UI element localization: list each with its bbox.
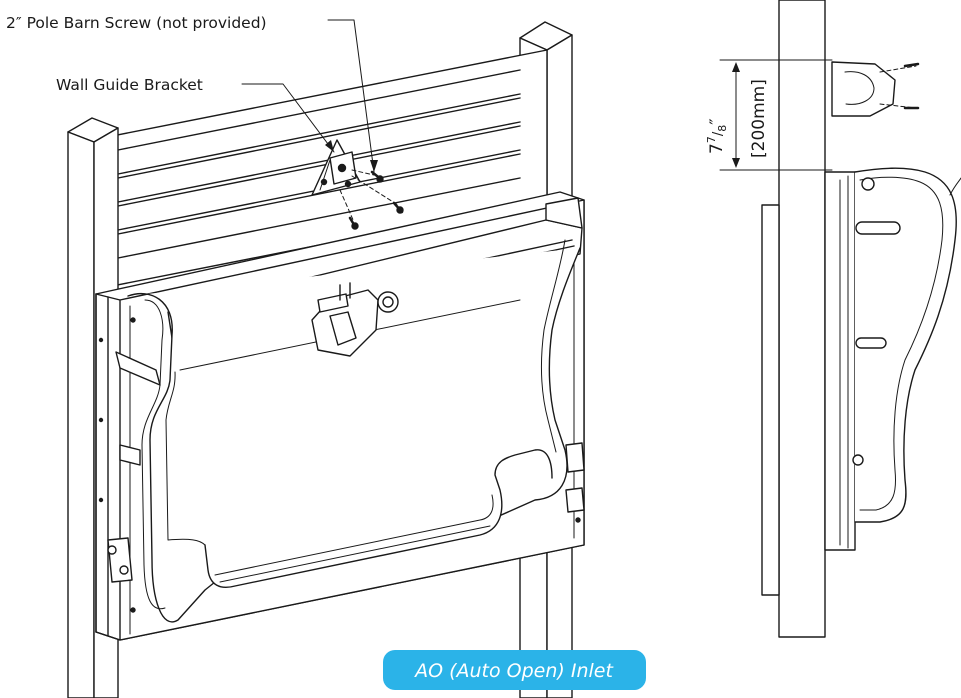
badge-label: AO (Auto Open) Inlet: [413, 660, 614, 682]
wall-boards: [91, 49, 548, 291]
dimension-label: 77/8″: [705, 118, 729, 154]
isometric-view: [67, 19, 585, 698]
screw-right: [392, 201, 404, 214]
side-post: [778, 0, 826, 638]
screws: [339, 169, 404, 230]
screw-bottom: [348, 216, 359, 230]
dimension-marker: [719, 59, 833, 171]
screw-top: [370, 170, 384, 183]
badge-background: [383, 650, 646, 690]
screw-callout-label: 2″ Pole Barn Screw (not provided): [6, 14, 267, 32]
dimension-imperial: 77/8″: [705, 118, 729, 154]
inlet-actuator: [311, 282, 399, 357]
side-view: [719, 0, 961, 638]
side-inlet-profile: [761, 167, 961, 596]
screw-leader-line: [327, 19, 375, 173]
dimension-metric-wrap: [200mm]: [749, 79, 769, 158]
inlet-door: [107, 239, 585, 623]
wall-guide-bracket: [311, 139, 361, 196]
leader-lines: [241, 19, 378, 173]
bracket-callout-label: Wall Guide Bracket: [56, 76, 203, 94]
dimension-metric: [200mm]: [749, 79, 769, 158]
side-bracket: [831, 61, 920, 117]
bracket-leader-line: [241, 83, 335, 153]
labels: 2″ Pole Barn Screw (not provided) Wall G…: [6, 14, 769, 158]
product-badge: AO (Auto Open) Inlet: [383, 650, 646, 690]
